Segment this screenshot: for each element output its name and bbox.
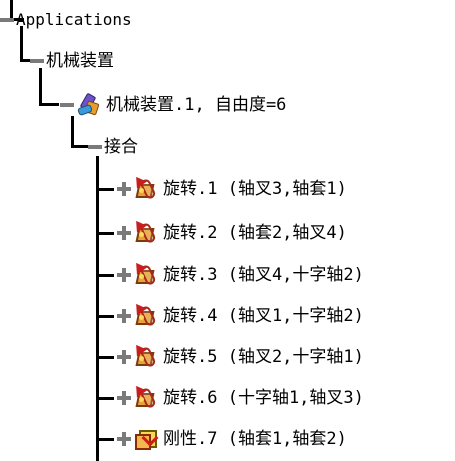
tree-line-joint-4 — [96, 315, 114, 318]
mechanism-icon — [76, 92, 102, 118]
tree-node-label: Applications — [16, 10, 132, 29]
collapse-icon[interactable] — [60, 98, 74, 112]
expand-icon[interactable] — [117, 182, 131, 196]
tree-node-label: 机械装置.1, 自由度=6 — [106, 95, 287, 115]
collapse-icon[interactable] — [0, 13, 14, 27]
tree-node-label: 旋转.5 (轴叉2,十字轴1) — [163, 347, 364, 367]
tree-line-joint-1 — [96, 188, 114, 191]
tree-line-joint-3 — [96, 274, 114, 277]
tree-node-label: 旋转.6 (十字轴1,轴叉3) — [163, 388, 364, 408]
tree-line-level1-vertical — [20, 26, 23, 60]
tree-node-mechanism-instance[interactable]: 机械装置.1, 自由度=6 — [60, 90, 286, 120]
tree-node-joint-3[interactable]: 旋转.3 (轴叉4,十字轴2) — [117, 259, 364, 290]
expand-icon[interactable] — [117, 226, 131, 240]
tree-line-root-horizontal — [10, 18, 24, 21]
rigid-joint-icon — [133, 426, 159, 452]
tree-node-label: 机械装置 — [46, 51, 114, 71]
revolute-joint-icon — [131, 341, 159, 370]
tree-node-joint-6[interactable]: 旋转.6 (十字轴1,轴叉3) — [117, 382, 364, 413]
tree-node-joint-4[interactable]: 旋转.4 (轴叉1,十字轴2) — [117, 300, 364, 331]
expand-icon[interactable] — [117, 350, 131, 364]
tree-node-label: 旋转.3 (轴叉4,十字轴2) — [163, 265, 364, 285]
tree-node-joints[interactable]: 接合 — [88, 132, 138, 162]
revolute-joint-icon — [131, 259, 159, 288]
revolute-joint-icon — [131, 382, 159, 411]
tree-node-joint-7[interactable]: 刚性.7 (轴套1,轴套2) — [117, 424, 347, 454]
tree-line-level2-vertical — [39, 68, 42, 104]
expand-icon[interactable] — [117, 268, 131, 282]
tree-node-applications[interactable]: Applications — [0, 5, 132, 35]
tree-node-label: 接合 — [104, 137, 138, 157]
tree-node-joint-2[interactable]: 旋转.2 (轴套2,轴叉4) — [117, 217, 347, 248]
tree-line-level3-horizontal — [71, 145, 89, 148]
tree-line-joint-5 — [96, 356, 114, 359]
revolute-joint-icon — [131, 300, 159, 329]
tree-node-mechanisms[interactable]: 机械装置 — [30, 46, 114, 76]
tree-line-joint-7 — [96, 438, 114, 441]
tree-node-label: 刚性.7 (轴套1,轴套2) — [163, 429, 347, 449]
tree-line-level4-vertical — [96, 156, 99, 461]
tree-node-label: 旋转.4 (轴叉1,十字轴2) — [163, 306, 364, 326]
tree-line-level2-horizontal — [39, 103, 59, 106]
tree-line-level1-horizontal — [20, 59, 38, 62]
expand-icon[interactable] — [117, 309, 131, 323]
tree-node-joint-1[interactable]: 旋转.1 (轴叉3,轴套1) — [117, 173, 347, 204]
collapse-icon[interactable] — [30, 54, 44, 68]
tree-node-label: 旋转.2 (轴套2,轴叉4) — [163, 223, 347, 243]
tree-line-joint-2 — [96, 232, 114, 235]
revolute-joint-icon — [131, 217, 159, 246]
tree-node-joint-5[interactable]: 旋转.5 (轴叉2,十字轴1) — [117, 341, 364, 372]
expand-icon[interactable] — [117, 391, 131, 405]
tree-line-root-vertical — [10, 0, 13, 20]
revolute-joint-icon — [131, 173, 159, 202]
tree-line-joint-6 — [96, 397, 114, 400]
collapse-icon[interactable] — [88, 140, 102, 154]
expand-icon[interactable] — [117, 432, 131, 446]
tree-node-label: 旋转.1 (轴叉3,轴套1) — [163, 179, 347, 199]
tree-line-level3-vertical — [71, 116, 74, 147]
